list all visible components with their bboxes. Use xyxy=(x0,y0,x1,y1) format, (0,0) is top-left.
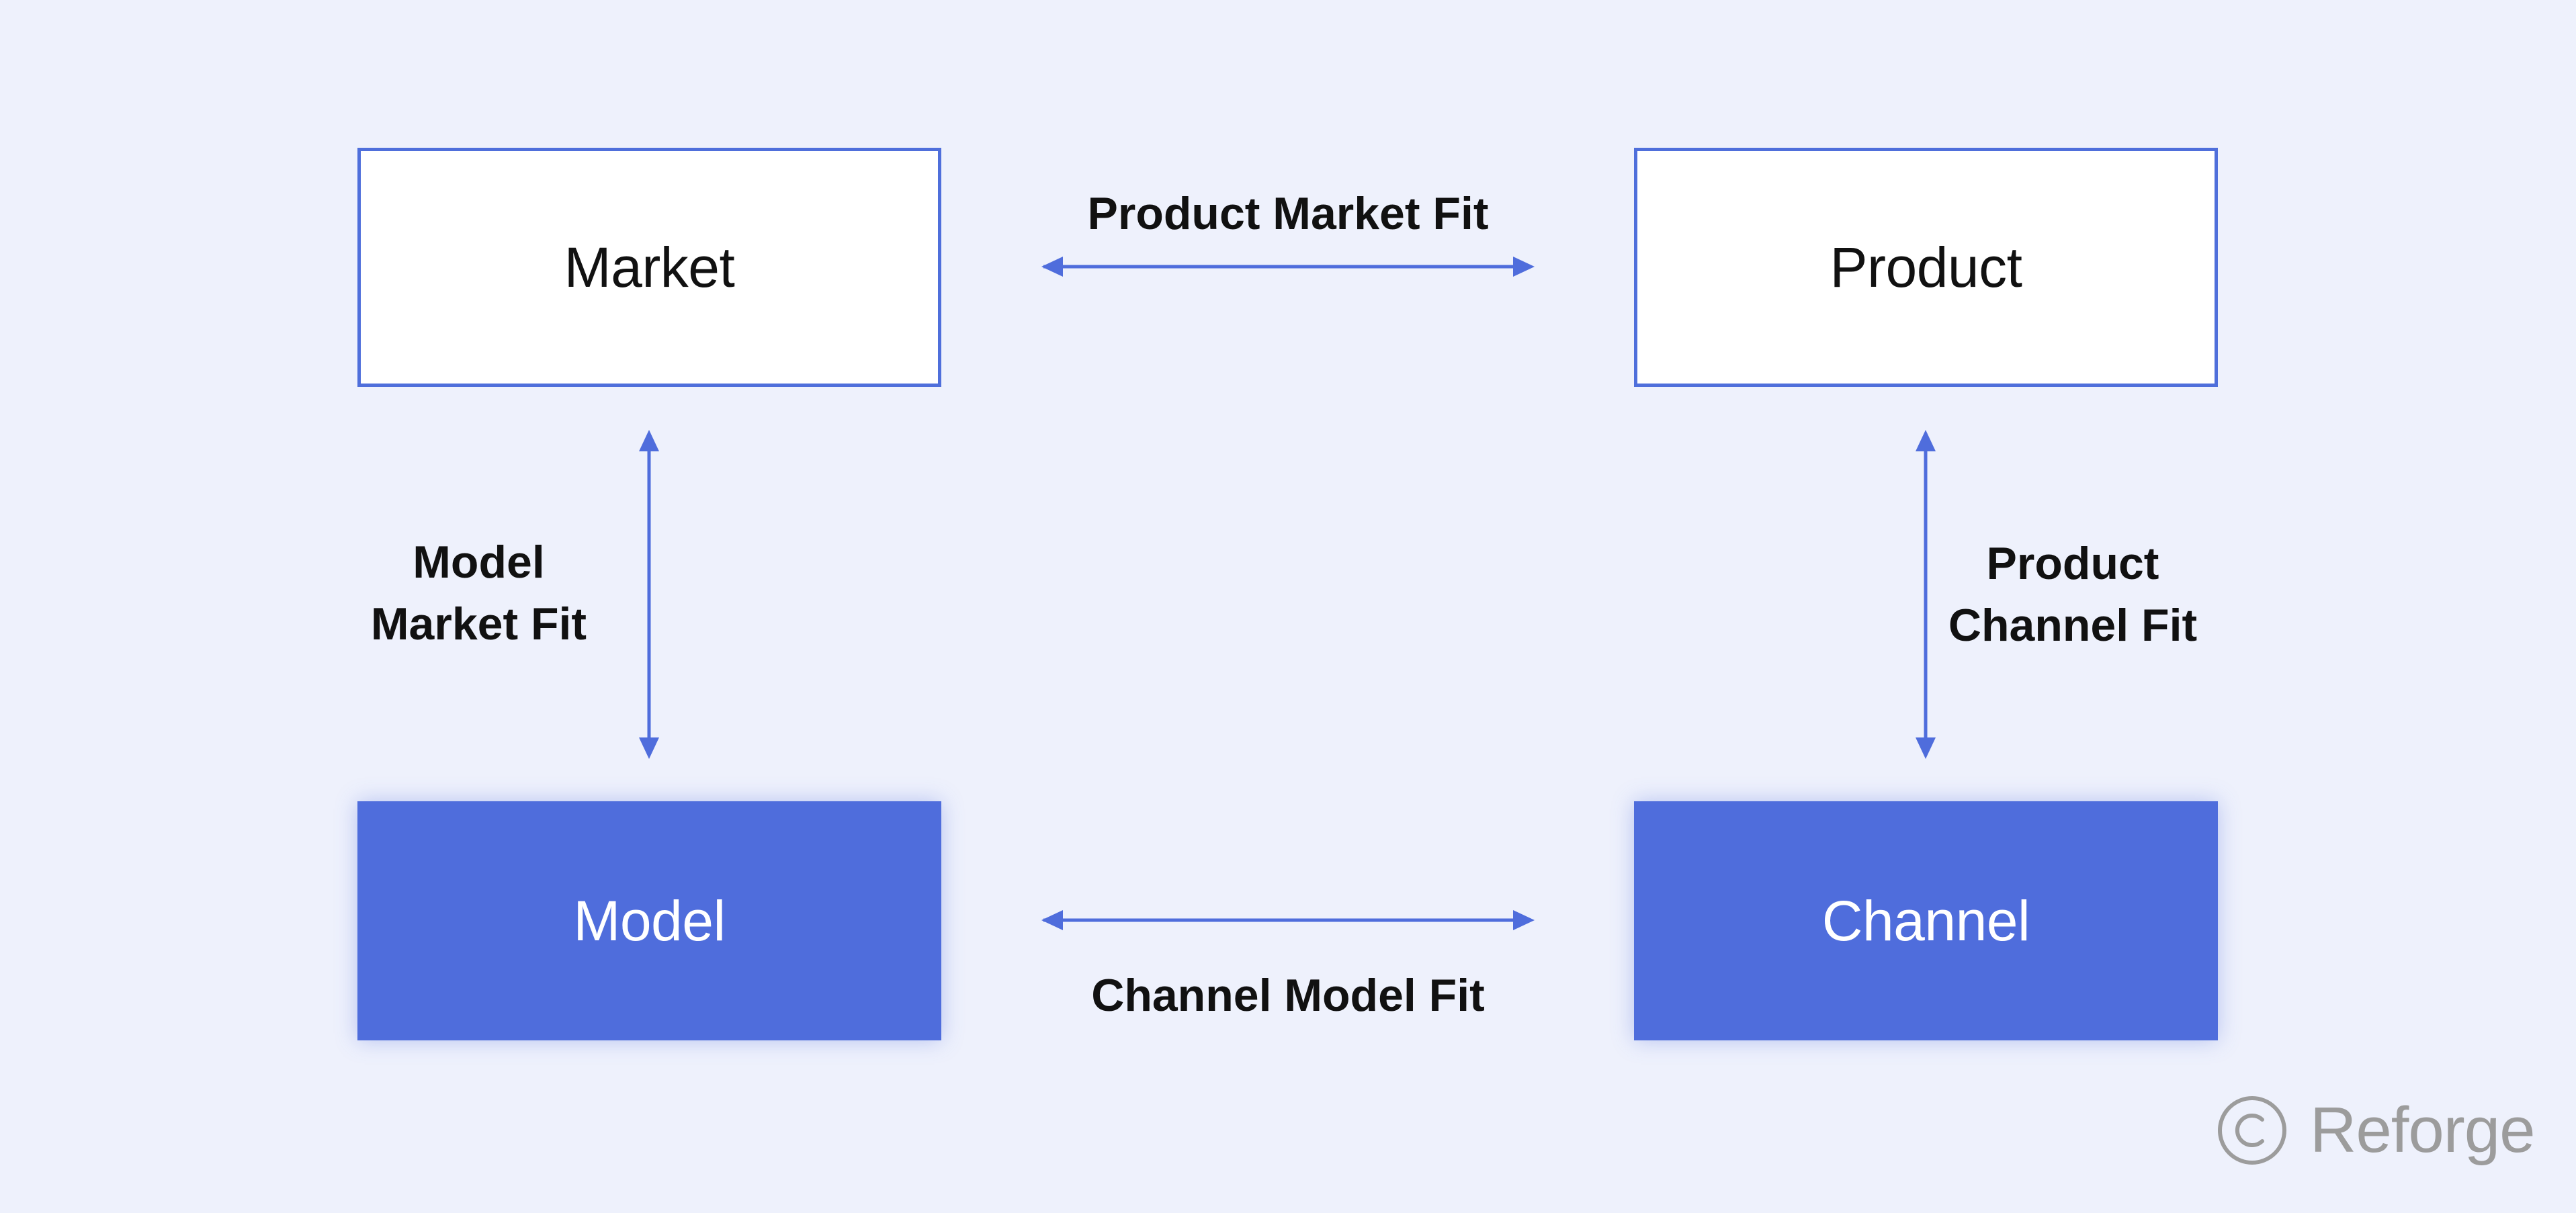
arrow-model-market xyxy=(639,430,659,759)
product-channel-fit-line-2: Channel Fit xyxy=(1948,600,2198,651)
arrow-product-channel xyxy=(1916,430,1936,759)
channel-label: Channel xyxy=(1821,889,2030,952)
arrow-product-market xyxy=(1041,257,1535,277)
market-label: Market xyxy=(564,235,735,299)
model-market-fit-label: Model Market Fit xyxy=(336,531,621,655)
product-channel-fit-label: Product Channel Fit xyxy=(1925,533,2221,656)
model-market-fit-line-2: Market Fit xyxy=(370,598,587,649)
model-market-fit-line-1: Model xyxy=(413,537,545,588)
brand-name: Reforge xyxy=(2310,1094,2536,1166)
product-market-fit-label: Product Market Fit xyxy=(1087,188,1489,239)
model-label: Model xyxy=(573,889,726,952)
model-box: Model xyxy=(357,801,941,1040)
arrow-channel-model xyxy=(1041,910,1535,930)
copyright-circle-icon xyxy=(2218,1096,2286,1165)
channel-box: Channel xyxy=(1634,801,2218,1040)
reforge-logo: Reforge xyxy=(2217,1093,2536,1167)
product-channel-fit-line-1: Product xyxy=(1986,538,2159,589)
product-label: Product xyxy=(1830,235,2023,299)
product-box: Product xyxy=(1634,148,2218,387)
market-box: Market xyxy=(357,148,941,387)
channel-model-fit-label: Channel Model Fit xyxy=(1091,970,1485,1021)
